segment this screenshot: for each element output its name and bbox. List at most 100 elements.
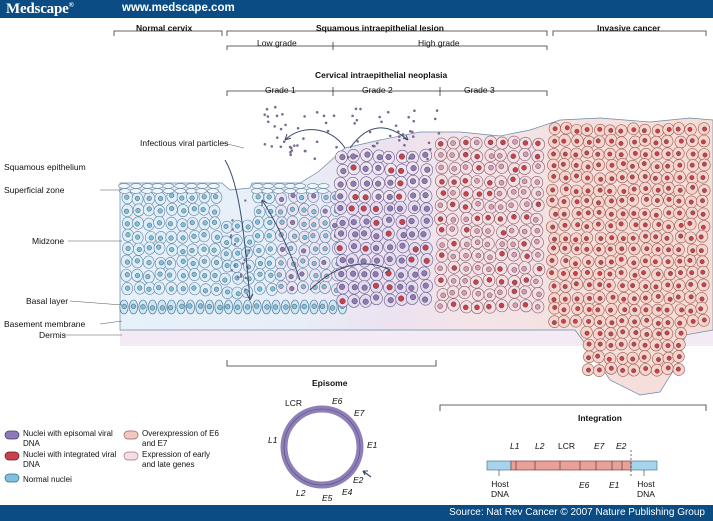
cell-nucleus xyxy=(136,247,142,253)
cell-nucleus xyxy=(235,291,241,297)
viral-particle xyxy=(282,140,286,144)
cell-nucleus xyxy=(169,192,175,198)
cell-nucleus xyxy=(253,303,260,309)
cell-nucleus xyxy=(373,282,380,289)
cell-nucleus xyxy=(619,175,625,180)
site-url[interactable]: www.medscape.com xyxy=(122,2,235,14)
cell-nucleus xyxy=(700,224,706,230)
cell-nucleus xyxy=(234,304,241,310)
cell-nucleus xyxy=(352,231,359,238)
label-midzone: Midzone xyxy=(32,236,65,246)
cell-nucleus xyxy=(123,208,129,214)
cell-nucleus xyxy=(606,356,612,362)
cell xyxy=(162,183,175,189)
cell-nucleus xyxy=(563,236,569,242)
cell-nucleus xyxy=(675,126,681,132)
legend-episomal-nuclei: Nuclei with episomal viral DNA xyxy=(23,429,113,448)
cell-nucleus xyxy=(655,187,661,193)
cell-nucleus xyxy=(421,178,428,185)
viral-particle xyxy=(322,114,326,118)
cell xyxy=(284,188,296,194)
legend-swatches xyxy=(4,430,139,483)
cell-nucleus xyxy=(608,223,614,229)
cell-nucleus xyxy=(643,295,648,301)
cell-nucleus xyxy=(573,261,578,267)
cell-nucleus xyxy=(632,307,638,313)
cell-nucleus xyxy=(440,292,446,299)
cell-nucleus xyxy=(267,246,273,252)
viral-particle xyxy=(289,146,293,150)
viral-particle xyxy=(397,138,401,142)
cell-nucleus xyxy=(191,271,197,277)
cell-nucleus xyxy=(655,293,661,299)
cell-nucleus xyxy=(511,267,518,273)
cell-nucleus xyxy=(362,165,369,172)
cell-nucleus xyxy=(463,266,469,272)
cell-nucleus xyxy=(689,270,695,276)
cell-nucleus xyxy=(388,167,395,174)
cell-nucleus xyxy=(488,164,494,171)
viral-particle xyxy=(265,107,269,111)
cell-nucleus xyxy=(311,222,317,228)
cell-nucleus xyxy=(462,178,469,184)
cell-nucleus xyxy=(597,126,603,132)
cell-nucleus xyxy=(534,238,540,245)
cell-nucleus xyxy=(551,163,557,169)
cell-nucleus xyxy=(451,179,457,185)
cell-nucleus xyxy=(300,258,306,264)
cell-nucleus xyxy=(655,321,661,326)
viral-particle xyxy=(355,154,359,158)
cell-nucleus xyxy=(336,245,343,252)
cell-nucleus xyxy=(476,165,482,171)
cell-nucleus xyxy=(688,282,694,287)
cell-nucleus xyxy=(439,179,445,185)
cell-nucleus xyxy=(373,257,380,264)
cell-nucleus xyxy=(474,178,480,184)
cell-nucleus xyxy=(597,187,603,193)
viral-particle xyxy=(281,112,284,116)
cell-nucleus xyxy=(217,304,223,311)
label-viral-particles: Infectious viral particles xyxy=(140,138,229,148)
cell-nucleus xyxy=(561,211,567,217)
brand-logo[interactable]: Medscape® xyxy=(6,1,74,17)
cell-nucleus xyxy=(234,237,240,243)
cell-nucleus xyxy=(619,356,625,361)
cell-nucleus xyxy=(332,223,338,229)
cell-nucleus xyxy=(702,161,707,167)
cell-nucleus xyxy=(642,174,648,179)
cell-nucleus xyxy=(190,261,196,267)
cell-nucleus xyxy=(644,317,650,323)
cell-nucleus xyxy=(643,186,649,191)
label-grade-1: Grade 1 xyxy=(265,85,296,95)
viral-particle xyxy=(292,144,296,147)
cell-nucleus xyxy=(596,162,602,168)
cell-nucleus xyxy=(666,224,672,230)
cell-nucleus xyxy=(361,271,368,278)
cell xyxy=(207,188,219,194)
cell-nucleus xyxy=(397,180,404,187)
cell-nucleus xyxy=(597,341,603,347)
cell-nucleus xyxy=(319,303,326,310)
cell-nucleus xyxy=(364,151,371,158)
cell-nucleus xyxy=(596,209,602,215)
hpv-progression-diagram xyxy=(4,30,713,489)
cell-nucleus xyxy=(523,277,530,283)
viral-particle xyxy=(388,134,392,138)
cell-nucleus xyxy=(643,258,648,264)
cell-nucleus xyxy=(189,247,195,253)
cell-nucleus xyxy=(400,232,407,239)
cell-nucleus xyxy=(277,209,283,215)
cell-nucleus xyxy=(437,141,444,147)
cell-nucleus xyxy=(655,128,661,134)
cell-nucleus xyxy=(270,286,276,292)
cell-nucleus xyxy=(451,265,458,271)
cell-nucleus xyxy=(677,162,683,168)
cell-nucleus xyxy=(311,209,317,215)
cell-nucleus xyxy=(213,194,219,200)
cell-nucleus xyxy=(450,278,457,284)
cell-nucleus xyxy=(201,232,207,238)
cell-nucleus xyxy=(522,151,529,158)
cell-nucleus xyxy=(654,164,660,170)
cell-nucleus xyxy=(224,240,230,246)
cell-nucleus xyxy=(181,208,187,214)
